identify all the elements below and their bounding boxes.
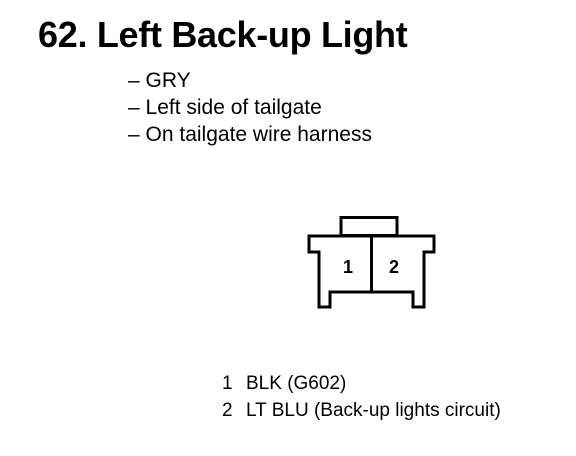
pin-number: 1 [222,373,233,394]
cavity-label-2: 2 [389,257,399,277]
pin-row-2: 2 LT BLU (Back-up lights circuit) [222,397,501,424]
pin-description: LT BLU (Back-up lights circuit) [246,400,501,421]
connector-details: – GRY – Left side of tailgate – On tailg… [128,67,372,148]
detail-harness: – On tailgate wire harness [128,123,372,146]
connector-latch [339,216,399,237]
pin-list: 1 BLK (G602) 2 LT BLU (Back-up lights circ… [222,370,501,424]
pin-row-1: 1 BLK (G602) [222,370,501,397]
cavity-label-1: 1 [343,257,353,277]
pin-description: BLK (G602) [246,373,347,394]
detail-location: – Left side of tailgate [128,96,322,119]
pin-number: 2 [222,400,233,421]
detail-color: – GRY [128,69,191,92]
page-title: 62. Left Back-up Light [38,14,408,55]
